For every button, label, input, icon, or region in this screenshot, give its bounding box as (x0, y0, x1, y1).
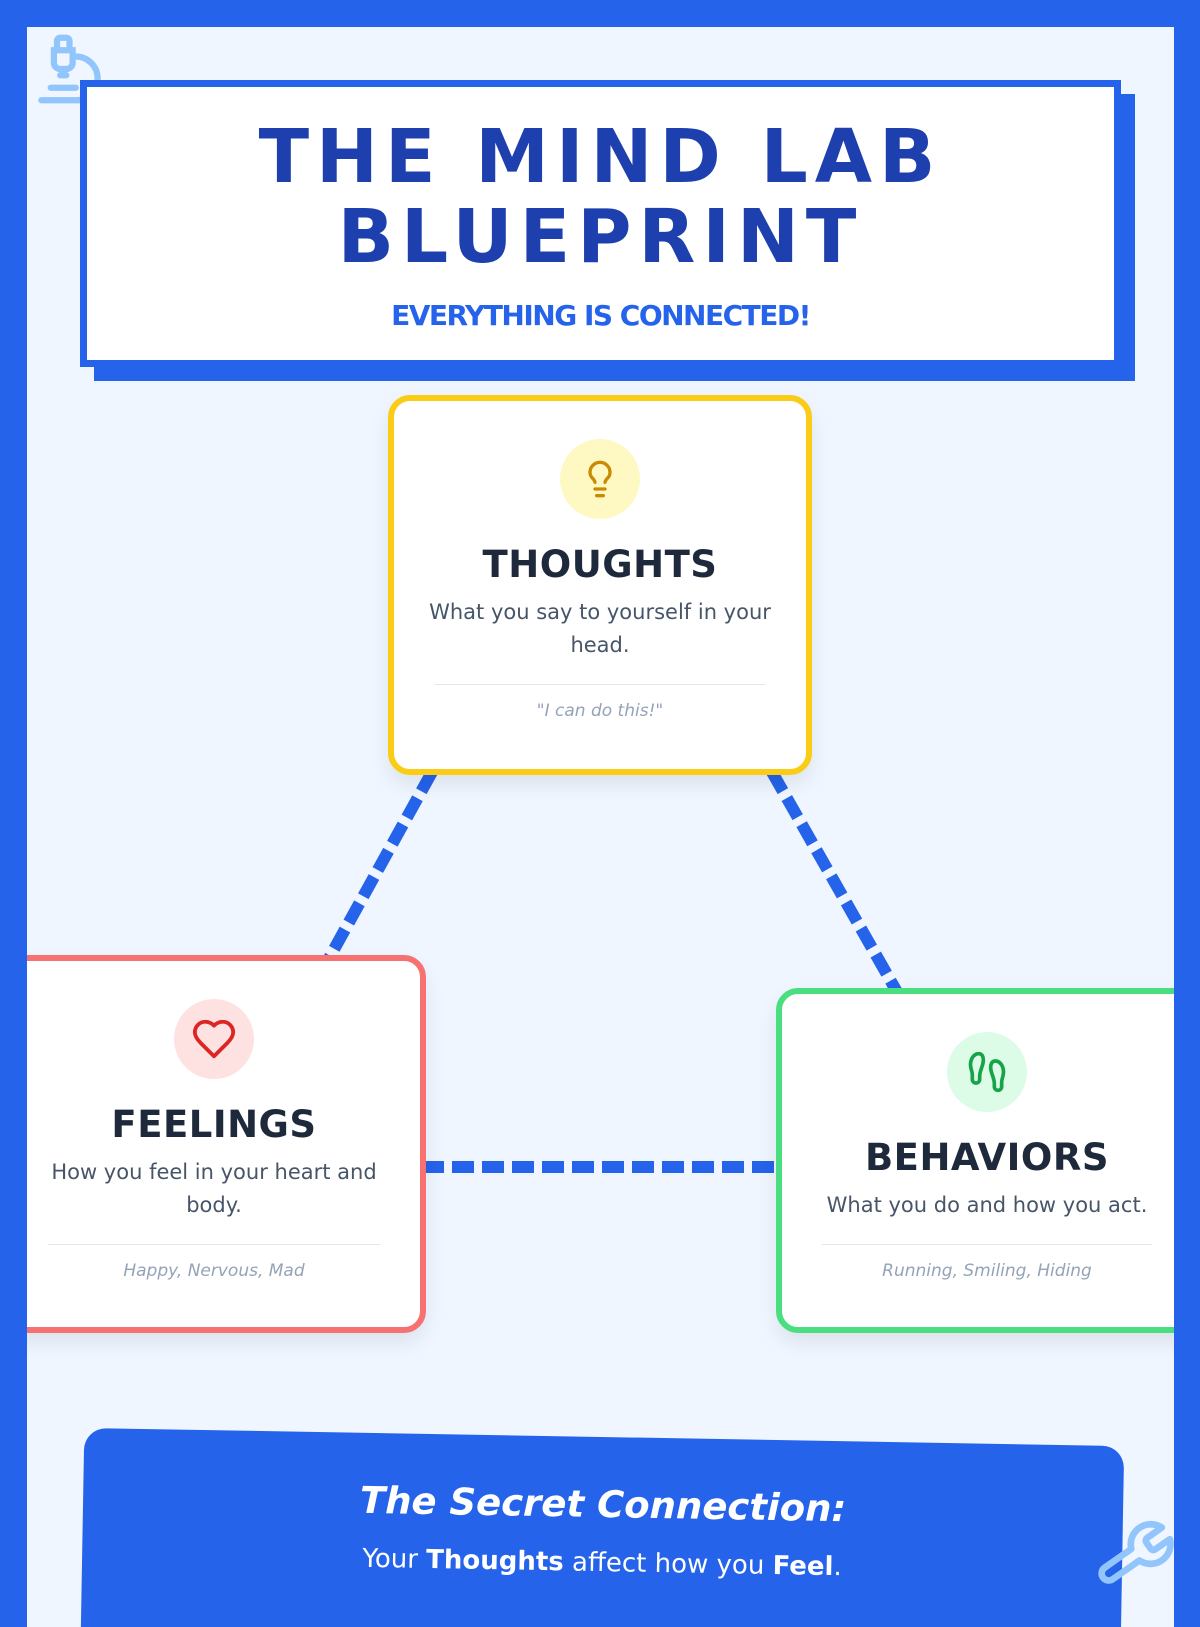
heart-icon (174, 999, 254, 1079)
secret-connection-banner: The Secret Connection: Your Thoughts aff… (79, 1427, 1125, 1627)
banner-text-pre: Your (362, 1543, 427, 1575)
connector-lines (321, 769, 903, 1173)
subtitle: EVERYTHING IS CONNECTED! (391, 299, 811, 332)
title-line-2: BLUEPRINT (337, 194, 864, 280)
banner-text: Your Thoughts affect how you Feel. (82, 1539, 1122, 1587)
thoughts-title: THOUGHTS (482, 543, 718, 586)
behaviors-description: What you do and how you act. (826, 1193, 1148, 1217)
banner-bold-feel: Feel (772, 1550, 834, 1583)
behaviors-card: BEHAVIORS What you do and how you act. R… (776, 988, 1174, 1333)
microscope-icon (38, 34, 101, 104)
divider (48, 1244, 380, 1245)
thoughts-description: What you say to yourself in your head. (429, 600, 771, 657)
lightbulb-icon (560, 439, 640, 519)
divider (822, 1244, 1152, 1245)
divider (434, 684, 766, 685)
banner-text-mid: affect how you (563, 1547, 773, 1581)
thoughts-card: THOUGHTS What you say to yourself in you… (388, 395, 812, 775)
title-line-1: THE MIND LAB (258, 114, 943, 200)
feelings-example: Happy, Nervous, Mad (123, 1261, 305, 1281)
connector-thoughts-behaviors (766, 769, 903, 995)
feelings-title: FEELINGS (111, 1103, 317, 1146)
feelings-description: How you feel in your heart and body. (51, 1160, 377, 1217)
banner-title: The Secret Connection: (359, 1478, 847, 1531)
banner-text-end: . (833, 1552, 842, 1583)
connector-thoughts-feelings (321, 769, 438, 965)
behaviors-title: BEHAVIORS (864, 1136, 1110, 1179)
banner-bold-thoughts: Thoughts (425, 1544, 565, 1578)
feelings-card: FEELINGS How you feel in your heart and … (27, 955, 426, 1333)
behaviors-example: Running, Smiling, Hiding (882, 1261, 1092, 1281)
footprints-icon (947, 1032, 1027, 1112)
thoughts-example: "I can do this!" (536, 701, 664, 721)
wrench-icon (1098, 1520, 1174, 1584)
